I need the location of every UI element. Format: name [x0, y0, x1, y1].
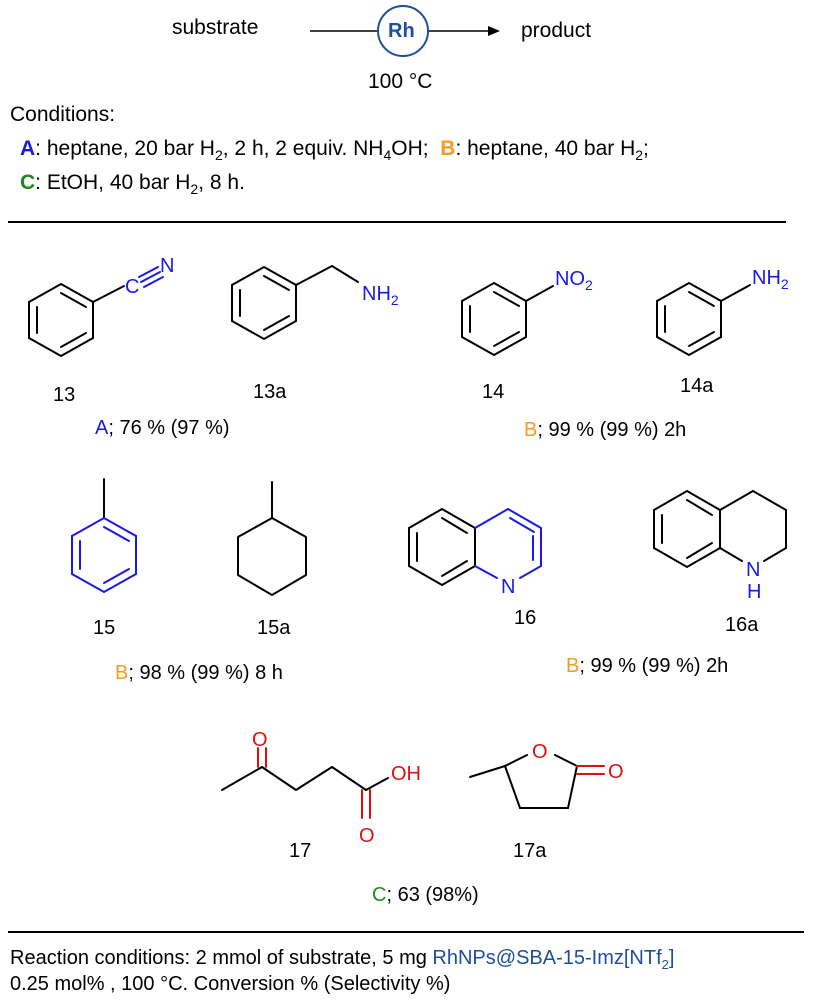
condition-a-text-2: , 2 h, 2 equiv. NH	[222, 137, 384, 160]
result-15-key: B	[115, 662, 129, 684]
compound-label-16a: 16a	[725, 614, 759, 636]
condition-c-sub-1: 2	[190, 181, 199, 198]
condition-a-key: A	[20, 137, 36, 160]
atom-nh2: NH2	[362, 283, 399, 308]
result-17: C; 63 (98%)	[372, 884, 479, 907]
result-16-text: ; 99 % (99 %) 2h	[579, 655, 729, 677]
atom-oh: OH	[391, 763, 421, 785]
atom-o-carbonyl: O	[608, 761, 624, 783]
atom-nh2: NH2	[752, 267, 789, 292]
atom-o-ring: O	[532, 741, 548, 763]
structure-16: N	[408, 507, 542, 598]
condition-a-line: A: heptane, 20 bar H2, 2 h, 2 equiv. NH4…	[20, 137, 649, 163]
compound-label-15a: 15a	[257, 617, 291, 639]
condition-c-line: C: EtOH, 40 bar H2, 8 h.	[20, 171, 245, 197]
compound-label-13: 13	[53, 384, 76, 406]
structure-13a: NH2	[231, 265, 399, 341]
structure-15	[71, 478, 137, 594]
compound-label-14a: 14a	[680, 375, 714, 397]
compound-label-15: 15	[93, 617, 116, 639]
reaction-arrowhead	[488, 26, 500, 36]
footer-line-2: 0.25 mol% , 100 °C. Conversion % (Select…	[10, 973, 451, 995]
temperature-label: 100 °C	[368, 70, 433, 93]
condition-a-sub-1: 2	[214, 147, 223, 164]
footer-line-1: Reaction conditions: 2 mmol of substrate…	[10, 947, 674, 972]
condition-c-key: C	[20, 171, 36, 194]
result-15-text: ; 98 % (99 %) 8 h	[128, 662, 283, 684]
compound-label-14: 14	[482, 381, 505, 403]
condition-b-text-1: : heptane, 40 bar H	[455, 137, 636, 160]
structure-14: NO2	[461, 268, 593, 357]
atom-o: O	[252, 729, 268, 751]
bottom-divider	[8, 931, 804, 933]
condition-a-text-3: OH;	[391, 137, 429, 160]
top-divider	[8, 221, 786, 223]
atom-c: C	[125, 276, 139, 298]
result-16-key: B	[566, 655, 580, 677]
structure-13: C N	[28, 255, 174, 358]
condition-c-text-2: , 8 h.	[198, 171, 245, 194]
compound-label-16: 16	[514, 607, 537, 629]
footer-text: Reaction conditions: 2 mmol of substrate…	[10, 947, 433, 969]
result-17-key: C	[372, 884, 387, 906]
result-13-text: ; 76 % (97 %)	[108, 417, 230, 439]
structure-17a: O O	[469, 741, 624, 809]
structure-16a: N H	[653, 489, 787, 603]
result-13: A; 76 % (97 %)	[95, 417, 230, 440]
atom-h: H	[747, 581, 761, 603]
atom-n: N	[501, 576, 515, 598]
result-14-key: B	[524, 419, 538, 441]
result-13-key: A	[95, 417, 109, 439]
compound-label-17: 17	[289, 840, 312, 862]
atom-no2: NO2	[555, 268, 593, 293]
atom-n: N	[160, 255, 174, 277]
catalyst-circle	[377, 5, 429, 57]
result-17-text: ; 63 (98%)	[386, 884, 479, 906]
result-16: B; 99 % (99 %) 2h	[566, 655, 728, 678]
conditions-heading: Conditions:	[10, 103, 116, 126]
condition-b-key: B	[440, 137, 456, 160]
atom-n: N	[746, 559, 760, 581]
result-14-text: ; 99 % (99 %) 2h	[537, 419, 687, 441]
result-15: B; 98 % (99 %) 8 h	[115, 662, 283, 685]
condition-a-sub-2: 4	[383, 147, 392, 164]
condition-c-text-1: : EtOH, 40 bar H	[35, 171, 191, 194]
compound-label-13a: 13a	[253, 381, 287, 403]
compound-label-17a: 17a	[513, 840, 547, 862]
catalyst-label: Rh	[388, 20, 415, 42]
substrate-label: substrate	[172, 16, 259, 39]
atom-o-carbonyl: O	[359, 825, 375, 847]
structure-15a	[237, 481, 307, 597]
condition-b-sub-1: 2	[635, 147, 644, 164]
structure-17: O OH O	[221, 729, 421, 847]
condition-a-text-1: : heptane, 20 bar H	[35, 137, 215, 160]
structure-14a: NH2	[656, 267, 789, 357]
catalyst-name: RhNPs@SBA-15-Imz[NTf2]	[432, 947, 675, 972]
product-label: product	[521, 19, 592, 42]
condition-b-text-2: ;	[643, 137, 649, 160]
result-14: B; 99 % (99 %) 2h	[524, 419, 686, 442]
